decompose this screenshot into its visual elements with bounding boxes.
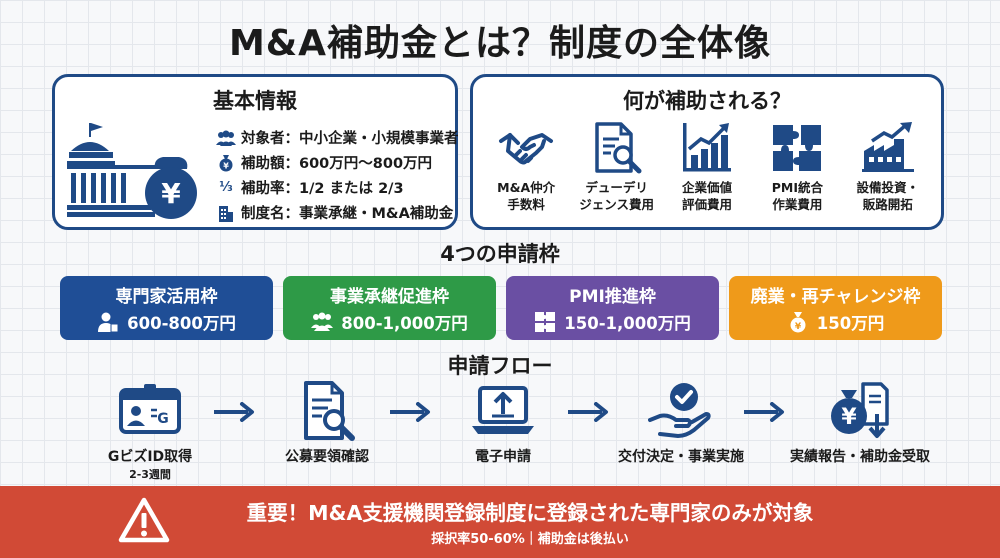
group-icon <box>311 312 334 331</box>
flow-label-grant: 交付決定・事業実施 <box>618 449 744 465</box>
support-label-valuation: 企業価値 評価費用 <box>681 180 732 212</box>
support-label-dd: デューデリ ジェンス費用 <box>579 180 654 212</box>
flow-step-gbiz: G GビズID取得 2-3週間 <box>65 380 235 482</box>
application-flow: G GビズID取得 2-3週間 公募要領確認 電子申請 <box>0 380 1000 482</box>
basic-info-heading: 基本情報 <box>213 89 297 113</box>
support-panel: 何が補助される？ M&A仲介 手数料 デューデリ ジェンス費用 <box>470 74 944 230</box>
money-receive-icon: ¥ <box>831 382 889 438</box>
warning-icon <box>118 497 170 543</box>
info-text-target: 対象者：中小企業・小規模事業者 <box>241 131 459 147</box>
frame-name-pmi: PMI推進枠 <box>569 287 656 307</box>
support-item-pmi: PMI統合 作業費用 <box>753 121 841 213</box>
flow-step-grant: 交付決定・事業実施 <box>596 380 766 466</box>
frame-name-expert: 専門家活用枠 <box>115 287 218 307</box>
svg-text:¥: ¥ <box>223 161 229 170</box>
laptop-upload-icon <box>472 386 534 434</box>
frame-amount-pmi: 150-1,000万円 <box>564 314 691 333</box>
support-label-ma-fee: M&A仲介 手数料 <box>497 180 556 212</box>
page-title: M&A補助金とは？制度の全体像 <box>228 23 772 64</box>
building-icon <box>215 204 237 222</box>
info-text-rate: 補助率：1/2 または 2/3 <box>241 181 404 197</box>
frame-expert: 専門家活用枠 600-800万円 <box>60 276 273 340</box>
info-row-rate: ⅓ 補助率：1/2 または 2/3 <box>215 175 459 200</box>
support-item-valuation: 企業価値 評価費用 <box>663 121 751 213</box>
info-row-target: 対象者：中小企業・小規模事業者 <box>215 125 459 150</box>
svg-text:G: G <box>157 411 169 427</box>
info-text-amount: 補助額：600万円〜800万円 <box>241 156 433 172</box>
flow-label-e-application: 電子申請 <box>475 449 531 465</box>
flow-step-guideline: 公募要領確認 <box>242 380 412 466</box>
money-bag-icon: ¥ <box>790 312 806 333</box>
svg-text:¥: ¥ <box>795 322 802 332</box>
handshake-icon <box>499 133 554 165</box>
banner-sub-text: 採択率50-60%｜補助金は後払い <box>431 532 629 547</box>
info-row-program: 制度名：事業承継・M&A補助金 <box>215 200 459 225</box>
frame-succession: 事業承継促進枠 800-1,000万円 <box>283 276 496 340</box>
frame-pmi: PMI推進枠 150-1,000万円 <box>506 276 719 340</box>
document-search-icon <box>594 122 642 174</box>
puzzle-icon <box>535 312 556 332</box>
flow-arrow-3 <box>568 402 608 422</box>
capitol-money-icon: ¥ <box>67 123 197 219</box>
frames-row: 専門家活用枠 600-800万円 事業承継促進枠 800-1,000万円 PMI… <box>60 276 942 340</box>
frame-name-succession: 事業承継促進枠 <box>330 287 449 307</box>
hand-check-icon <box>648 383 711 438</box>
puzzle-icon <box>773 125 822 171</box>
important-banner: 重要！M&A支援機関登録制度に登録された専門家のみが対象 採択率50-60%｜補… <box>0 486 1000 558</box>
factory-growth-icon <box>861 122 914 172</box>
id-card-icon: G <box>119 384 181 434</box>
flow-arrow-4 <box>744 402 784 422</box>
support-item-dd: デューデリ ジェンス費用 <box>573 121 661 213</box>
flow-label-report: 実績報告・補助金受取 <box>790 449 930 465</box>
flow-label-gbiz: GビズID取得 <box>107 449 193 465</box>
info-row-amount: ¥ 補助額：600万円〜800万円 <box>215 150 459 175</box>
frame-amount-expert: 600-800万円 <box>127 314 236 333</box>
support-item-investment: 設備投資・ 販路開拓 <box>844 121 932 213</box>
flow-step-report: ¥ 実績報告・補助金受取 <box>775 380 945 466</box>
support-heading: 何が補助される？ <box>623 89 791 113</box>
flow-label-guideline: 公募要領確認 <box>285 449 369 465</box>
fraction-icon: ⅓ <box>219 180 233 195</box>
svg-text:¥: ¥ <box>161 177 181 210</box>
info-text-program: 制度名：事業承継・M&A補助金 <box>241 206 454 222</box>
svg-text:¥: ¥ <box>841 405 857 430</box>
support-item-ma-fee: M&A仲介 手数料 <box>482 121 570 213</box>
banner-main-text: 重要！M&A支援機関登録制度に登録された専門家のみが対象 <box>246 501 814 525</box>
support-label-investment: 設備投資・ 販路開拓 <box>856 180 919 212</box>
flow-arrow-1 <box>214 402 254 422</box>
expert-icon <box>98 312 119 333</box>
flow-heading: 申請フロー <box>447 354 553 378</box>
document-search-icon <box>304 381 355 441</box>
flow-arrow-2 <box>390 402 430 422</box>
frame-amount-rechallenge: 150万円 <box>816 314 885 333</box>
frame-rechallenge: 廃業・再チャレンジ枠 ¥ 150万円 <box>729 276 942 340</box>
frame-amount-succession: 800-1,000万円 <box>341 314 468 333</box>
flow-sub-gbiz: 2-3週間 <box>129 468 171 481</box>
support-label-pmi: PMI統合 作業費用 <box>771 180 823 212</box>
frames-heading: 4つの申請枠 <box>440 242 560 266</box>
basic-info-panel: 基本情報 ¥ 対象者：中小企業・小規模事業者 <box>52 74 459 230</box>
people-icon <box>215 129 237 147</box>
frame-name-rechallenge: 廃業・再チャレンジ枠 <box>750 287 921 307</box>
money-bag-icon: ¥ <box>215 154 237 172</box>
growth-chart-icon <box>682 123 731 172</box>
flow-step-e-application: 電子申請 <box>418 380 588 466</box>
